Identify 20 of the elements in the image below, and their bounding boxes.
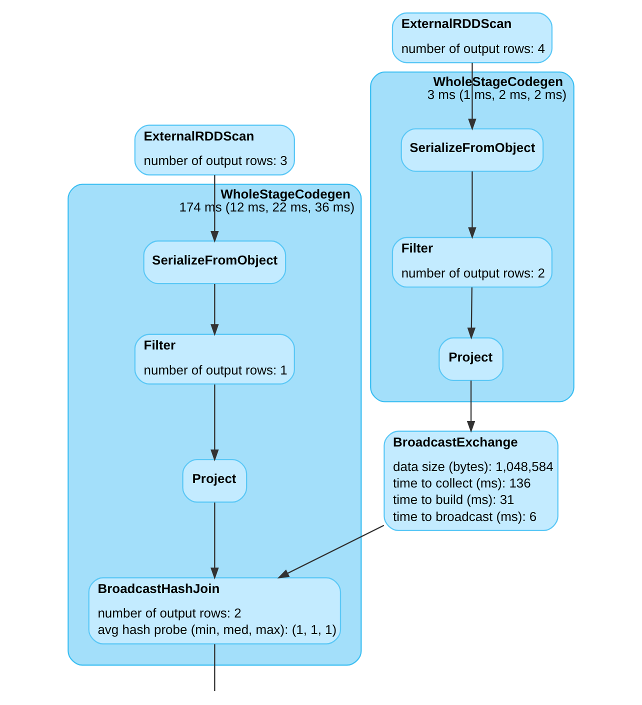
node-box: BroadcastHashJoin number of output rows: 2 avg hash probe (min, med, max): (1, 1, 1) [88, 577, 342, 644]
arrow [210, 284, 219, 336]
node-box: SerializeFromObject [143, 240, 286, 284]
node-box: BroadcastExchange data size (bytes): 1,048,584 time to collect (ms): 136 time to build (ms): 31 time to broadcast (ms): 6 [384, 430, 558, 532]
connector [214, 644, 216, 692]
arrow [210, 175, 219, 243]
arrow [466, 380, 476, 433]
node-box: SerializeFromObject [400, 128, 544, 172]
node-box: Project [182, 459, 248, 503]
arrow [210, 502, 219, 580]
node-box: Project [438, 337, 504, 382]
node-box: Filter number of output rows: 2 [392, 236, 553, 288]
arrow [467, 287, 476, 340]
arrow [277, 524, 384, 578]
arrow [210, 384, 219, 462]
node-box: ExternalRDDScan number of output rows: 3 [134, 124, 295, 176]
node-box: ExternalRDDScan number of output rows: 4 [392, 12, 553, 64]
arrow [468, 171, 476, 240]
node-box: Filter number of output rows: 1 [134, 334, 295, 385]
arrow [468, 62, 476, 131]
